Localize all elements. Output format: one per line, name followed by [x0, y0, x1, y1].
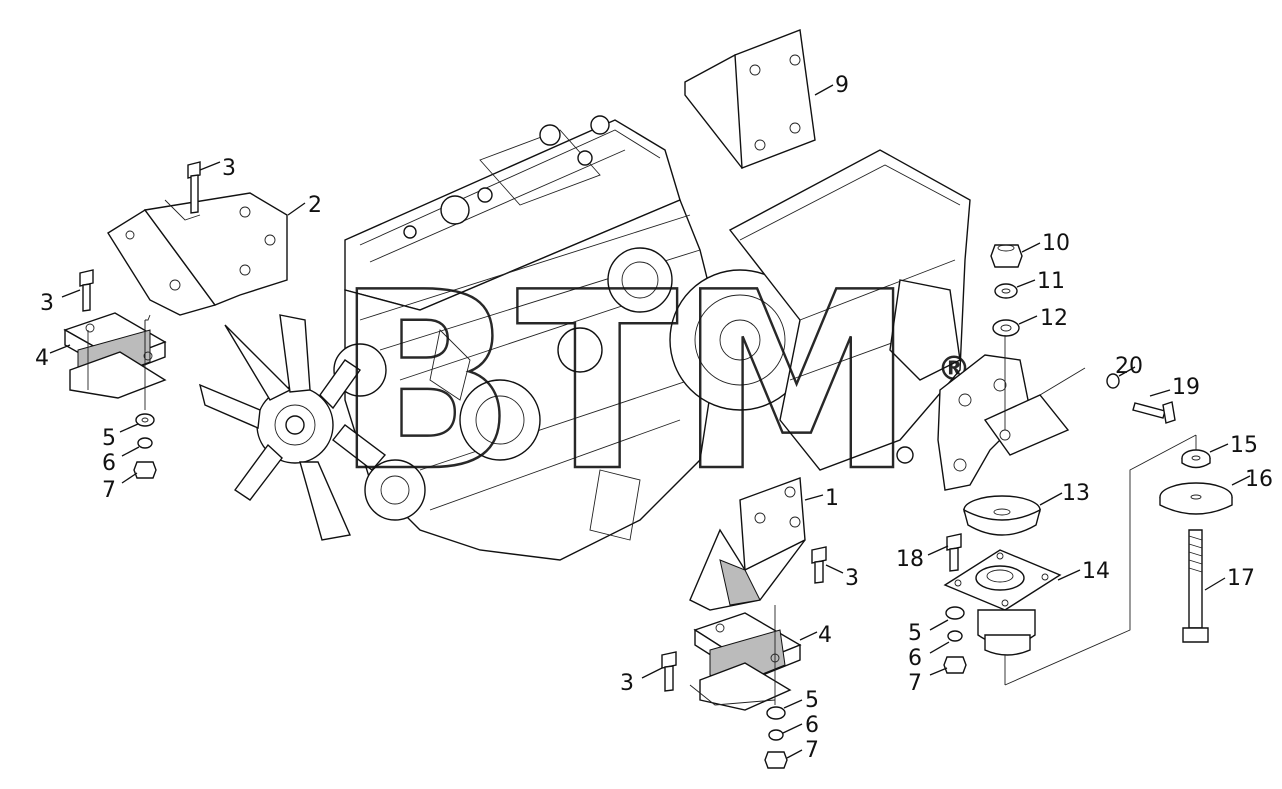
callout-13: 13: [1062, 481, 1090, 506]
callout-1: 1: [825, 486, 839, 511]
callout-12: 12: [1040, 306, 1068, 331]
callout-19: 19: [1172, 375, 1200, 400]
callout-2: 2: [308, 193, 322, 218]
callout-17: 17: [1227, 566, 1255, 591]
callout-3: 3: [222, 156, 236, 181]
callout-4: 4: [35, 346, 49, 371]
callout-18: 18: [896, 547, 924, 572]
callout-5: 5: [102, 426, 116, 451]
callout-9: 9: [835, 73, 849, 98]
callout-5: 5: [805, 688, 819, 713]
callout-20: 20: [1115, 354, 1143, 379]
callout-7: 7: [102, 478, 116, 503]
center-mount-group: [641, 477, 844, 769]
callout-6: 6: [908, 646, 922, 671]
callout-3: 3: [40, 291, 54, 316]
callout-16: 16: [1245, 467, 1273, 492]
engine-assembly: [333, 115, 971, 561]
watermark-text: BTM: [335, 240, 915, 525]
callout-10: 10: [1042, 231, 1070, 256]
callout-6: 6: [805, 713, 819, 738]
part-9-bracket: [684, 29, 816, 170]
cooling-fan: [198, 314, 387, 541]
callout-5: 5: [908, 621, 922, 646]
callout-7: 7: [908, 671, 922, 696]
callout-14: 14: [1082, 559, 1110, 584]
watermark: BTM ®: [334, 239, 971, 527]
callout-4: 4: [818, 623, 832, 648]
right-mount-group: [927, 242, 1251, 686]
callout-15: 15: [1230, 433, 1258, 458]
callout-labels: 1 2 3 3 3 3 4 4 5 5 5 6 6 6 7 7 7 9 10 1…: [35, 73, 1273, 763]
callout-11: 11: [1037, 269, 1065, 294]
callout-3: 3: [845, 566, 859, 591]
callout-7: 7: [805, 738, 819, 763]
left-mount-group: [49, 161, 306, 484]
callout-6: 6: [102, 451, 116, 476]
callout-3: 3: [620, 671, 634, 696]
